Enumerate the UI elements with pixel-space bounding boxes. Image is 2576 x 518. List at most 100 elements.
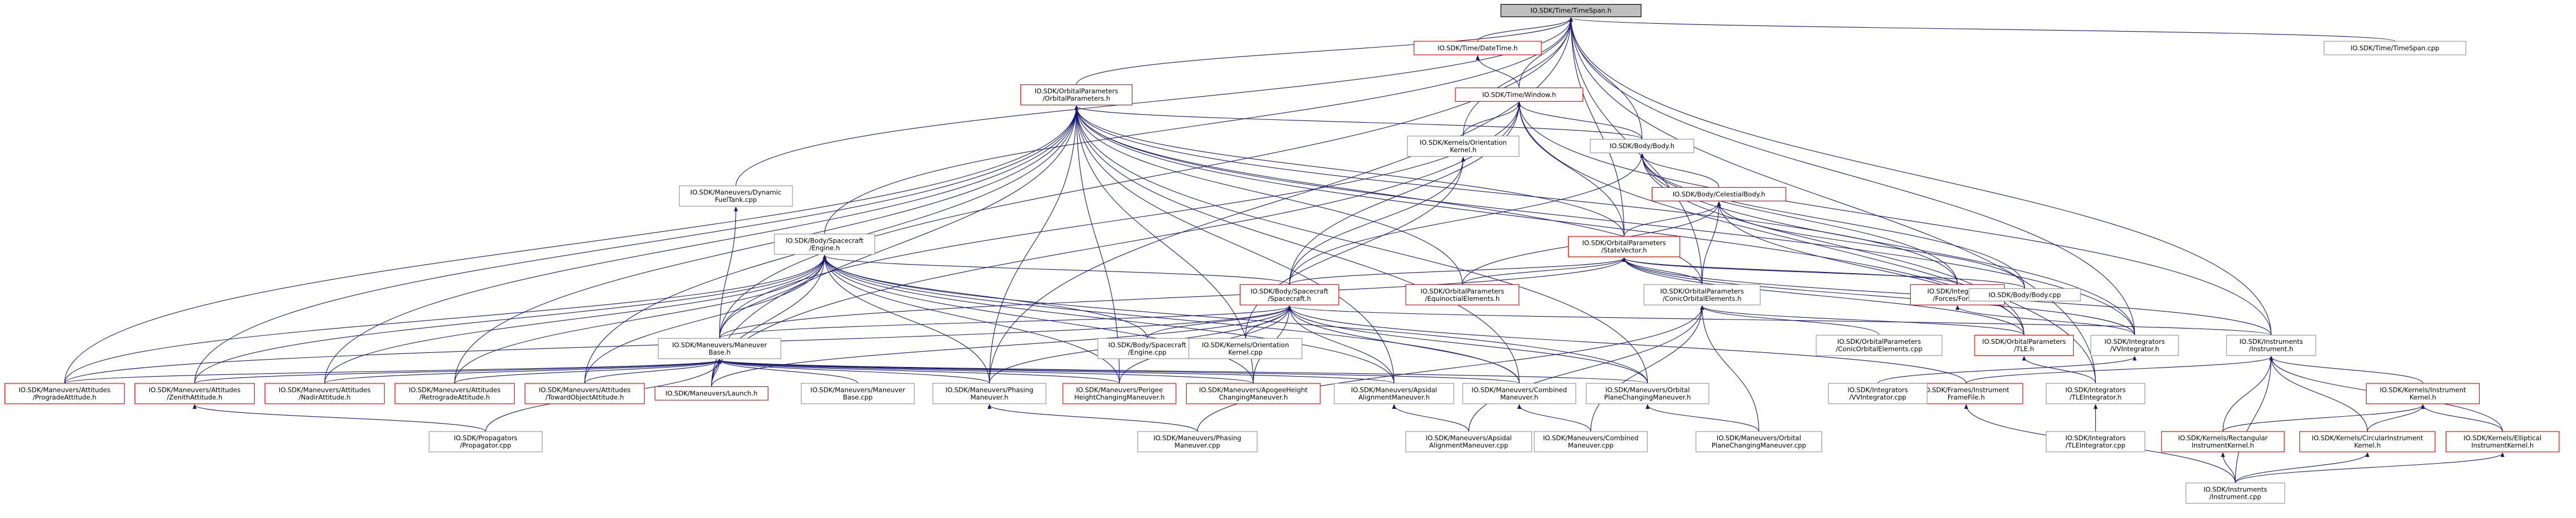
node-equinoctial-h[interactable]: IO.SDK/OrbitalParameters/EquinoctialElem… <box>1405 284 1519 305</box>
node-statevector-h[interactable]: IO.SDK/OrbitalParameters/StateVector.h <box>1568 236 1681 257</box>
node-retrograde-h[interactable]: IO.SDK/Maneuvers/Attitudes/RetrogradeAtt… <box>394 383 515 404</box>
node-engine-cpp[interactable]: IO.SDK/Body/Spacecraft/Engine.cpp <box>1097 338 1197 360</box>
edge-tle-h-to-body-h <box>1642 154 2024 335</box>
node-toward-h[interactable]: IO.SDK/Maneuvers/Attitudes/TowardObjectA… <box>524 383 645 404</box>
node-label-line: Base.cpp <box>843 393 873 401</box>
node-label-line: IO.SDK/Body/Spacecraft <box>786 236 864 244</box>
node-tleintegrator-h[interactable]: IO.SDK/Integrators/TLEIntegrator.h <box>2045 383 2146 404</box>
node-box <box>5 383 125 404</box>
node-box <box>2090 335 2179 356</box>
node-body-cpp[interactable]: IO.SDK/Body/Body.cpp <box>1968 288 2081 301</box>
node-label-line: PlaneChangingManeuver.cpp <box>1712 442 1806 450</box>
node-box <box>2185 482 2285 504</box>
node-apogee-h[interactable]: IO.SDK/Maneuvers/ApogeeHeightChangingMan… <box>1186 383 1321 404</box>
edge-instrumentframe-h-to-spacecraft-h <box>1290 306 1967 383</box>
node-label-line: InstrumentKernel.h <box>2192 442 2254 450</box>
node-label-line: IO.SDK/Maneuvers/Combined <box>1543 434 1639 442</box>
node-vvintegrator-cpp[interactable]: IO.SDK/Integrators/VVIntegrator.cpp <box>1828 383 1928 404</box>
node-launch-h[interactable]: IO.SDK/Maneuvers/Launch.h <box>654 386 769 401</box>
node-instrumentkernel-h[interactable]: IO.SDK/Kernels/InstrumentKernel.h <box>2366 383 2480 404</box>
edge-maneuverbase-h-to-fueltank-cpp <box>719 208 736 339</box>
node-apsidal-h[interactable]: IO.SDK/Maneuvers/ApsidalAlignmentManeuve… <box>1334 383 1454 404</box>
node-conic-h[interactable]: IO.SDK/OrbitalParameters/ConicOrbitalEle… <box>1643 284 1761 305</box>
node-label-line: IO.SDK/Maneuvers/Maneuver <box>672 341 767 349</box>
node-vvintegrator-h[interactable]: IO.SDK/Integrators/VVIntegrator.h <box>2090 335 2179 356</box>
node-tle-h[interactable]: IO.SDK/OrbitalParameters/TLE.h <box>1974 335 2074 356</box>
node-label-line: Maneuver.h <box>971 393 1009 401</box>
node-timespan-h[interactable]: IO.SDK/Time/TimeSpan.h <box>1500 4 1642 18</box>
node-label-line: IO.SDK/Kernels/Orientation <box>1202 341 1289 349</box>
node-elliptical-h[interactable]: IO.SDK/Kernels/EllipticalInstrumentKerne… <box>2445 431 2560 452</box>
node-label-line: IO.SDK/Kernels/CircularInstrument <box>2312 434 2423 442</box>
edge-vvintegrator-h-to-timespan-h <box>1571 18 2135 335</box>
edge-body-cpp-to-celestialbody-h <box>1719 202 2025 289</box>
node-label-line: IO.SDK/Maneuvers/Launch.h <box>665 390 757 398</box>
node-box <box>1186 383 1321 404</box>
node-apsidal-cpp[interactable]: IO.SDK/Maneuvers/ApsidalAlignmentManeuve… <box>1405 431 1532 452</box>
node-label-line: /VVIntegrator.cpp <box>1849 393 1906 401</box>
node-body-h[interactable]: IO.SDK/Body/Body.h <box>1589 139 1695 153</box>
node-spacecraft-h[interactable]: IO.SDK/Body/Spacecraft/Spacecraft.h <box>1239 284 1339 305</box>
node-perigee-h[interactable]: IO.SDK/Maneuvers/PerigeeHeightChangingMa… <box>1062 383 1177 404</box>
node-window-h[interactable]: IO.SDK/Time/Window.h <box>1455 87 1583 102</box>
edge-launch-h-to-engine-h <box>711 256 825 387</box>
edge-statevector-h-to-orbitalparams-h <box>1076 106 1625 237</box>
node-label-line: FuelTank.cpp <box>715 196 757 204</box>
edge-instrument-cpp-to-rectangular-h <box>2223 453 2236 484</box>
edge-body-h-to-orbitalparams-h <box>1076 106 1643 140</box>
node-label-line: Kernel.h <box>2410 393 2436 401</box>
edge-apogee-h-to-engine-h <box>825 256 1254 383</box>
node-label-line: /ZenithAttitude.h <box>167 393 222 401</box>
edge-force-h-to-statevector-h <box>1624 258 1958 285</box>
node-orbitalplane-h[interactable]: IO.SDK/Maneuvers/OrbitalPlaneChangingMan… <box>1586 383 1709 404</box>
node-box <box>1405 284 1519 305</box>
node-label-line: IO.SDK/Maneuvers/Phasing <box>1153 434 1241 442</box>
node-instrument-h[interactable]: IO.SDK/Instruments/Instrument.h <box>2226 335 2316 356</box>
edge-phasing-h-to-orbitalparams-h <box>989 106 1076 383</box>
edge-perigee-h-to-engine-h <box>825 256 1120 383</box>
node-orbitalparams-h[interactable]: IO.SDK/OrbitalParameters/OrbitalParamete… <box>1020 84 1133 106</box>
edge-orbitalparams-h-to-timespan-h <box>1076 18 1571 85</box>
node-conic-cpp[interactable]: IO.SDK/OrbitalParameters/ConicOrbitalEle… <box>1816 335 1942 356</box>
node-engine-h[interactable]: IO.SDK/Body/Spacecraft/Engine.h <box>774 234 876 255</box>
node-instrument-cpp[interactable]: IO.SDK/Instruments/Instrument.cpp <box>2185 482 2285 504</box>
node-label-line: IO.SDK/Time/Window.h <box>1482 90 1556 98</box>
node-rectangular-h[interactable]: IO.SDK/Kernels/RectangularInstrumentKern… <box>2161 431 2285 452</box>
edge-circular-h-to-instrumentkernel-h <box>2367 405 2423 432</box>
edge-phasing-h-to-timespan-h <box>989 18 1571 383</box>
node-zenith-h[interactable]: IO.SDK/Maneuvers/Attitudes/ZenithAttitud… <box>134 383 255 404</box>
edge-spacecraft-h-to-body-h <box>1289 154 1642 285</box>
edge-zenith-h-to-maneuverbase-h <box>194 360 720 384</box>
node-celestialbody-h[interactable]: IO.SDK/Body/CelestialBody.h <box>1651 187 1786 202</box>
node-label-line: FrameFile.h <box>1948 393 1985 401</box>
node-nadir-h[interactable]: IO.SDK/Maneuvers/Attitudes/NadirAttitude… <box>264 383 385 404</box>
node-timespan-cpp[interactable]: IO.SDK/Time/TimeSpan.cpp <box>2324 41 2466 55</box>
edge-maneuverbase-cpp-to-maneuverbase-h <box>720 360 858 384</box>
node-orbitalplane-cpp[interactable]: IO.SDK/Maneuvers/OrbitalPlaneChangingMan… <box>1695 431 1823 452</box>
node-prograde-h[interactable]: IO.SDK/Maneuvers/Attitudes/ProgradeAttit… <box>5 383 125 404</box>
node-label-line: /Spacecraft.h <box>1268 295 1311 303</box>
node-label-line: IO.SDK/Integrators <box>2104 338 2165 346</box>
node-label-line: /Instrument.h <box>2249 345 2293 353</box>
node-box <box>1651 187 1786 202</box>
node-circular-h[interactable]: IO.SDK/Kernels/CircularInstrumentKernel.… <box>2299 431 2436 452</box>
edge-phasing-cpp-to-phasing-h <box>989 405 1198 432</box>
node-tleintegrator-cpp[interactable]: IO.SDK/Integrators/TLEIntegrator.cpp <box>2045 431 2146 452</box>
node-label-line: Maneuver.cpp <box>1174 442 1220 450</box>
edge-body-cpp-to-body-h <box>1642 154 2025 289</box>
node-propagator-cpp[interactable]: IO.SDK/Propagators/Propagator.cpp <box>428 431 543 452</box>
edge-apsidal-h-to-engine-h <box>825 256 1395 383</box>
node-label-line: IO.SDK/Maneuvers/Attitudes <box>539 386 630 394</box>
node-datetime-h[interactable]: IO.SDK/Time/DateTime.h <box>1414 41 1542 55</box>
node-label-line: /TLEIntegrator.h <box>2070 393 2122 401</box>
